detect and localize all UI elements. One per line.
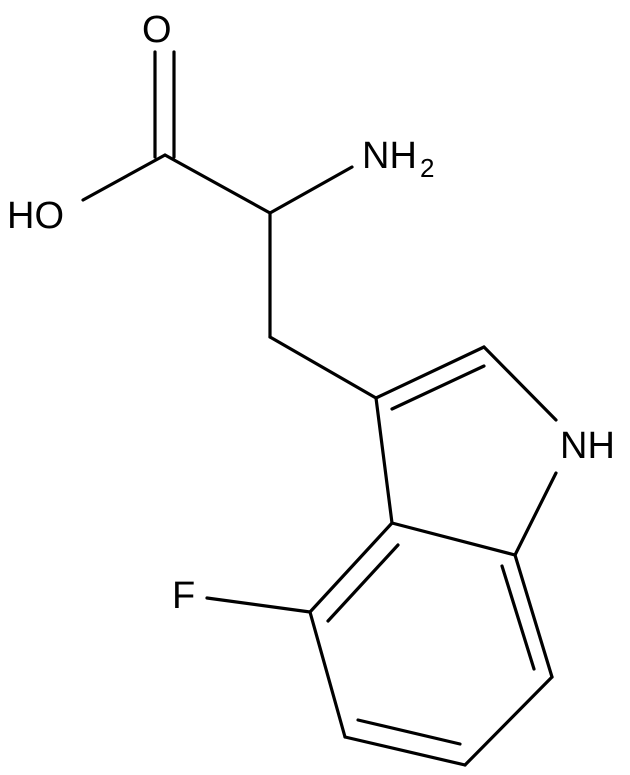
amine-label: NH (362, 135, 417, 177)
hydroxyl-label: HO (7, 195, 64, 237)
bond-c3a-c7a (390, 521, 517, 557)
alpha-carbon-bonds (268, 165, 378, 400)
bond-c2-n1 (482, 345, 558, 422)
bond-c3a-c4-inner (326, 543, 400, 623)
bond-c7-c7a (513, 553, 554, 679)
bond-c3-c2 (374, 345, 486, 400)
bond-beta-c3 (268, 335, 378, 400)
oxygen-label: O (142, 9, 172, 51)
indole-nh-label: NH (560, 425, 615, 467)
pyrrole-ring (374, 345, 558, 557)
bond-c3-c2-inner (390, 364, 486, 411)
bond-carboxyl-alpha (163, 153, 272, 215)
bond-n1-c7a (513, 471, 558, 557)
bond-c3a-c4 (308, 521, 394, 614)
bond-c5-c6 (343, 735, 467, 767)
amine-subscript: 2 (420, 153, 434, 183)
bond-c5-c6-inner (356, 718, 462, 746)
bond-c4-f (205, 596, 312, 614)
bond-c7-c7a-inner (500, 564, 536, 671)
benzene-ring (308, 521, 554, 767)
bond-c4-c5 (308, 610, 347, 739)
bond-c6-c7 (463, 675, 554, 767)
carboxyl-group (81, 50, 272, 215)
bond-c3-c3a (374, 396, 394, 525)
fluorine-label: F (172, 575, 195, 617)
bond-c-oh (81, 153, 167, 202)
bond-alpha-amine (268, 165, 354, 215)
